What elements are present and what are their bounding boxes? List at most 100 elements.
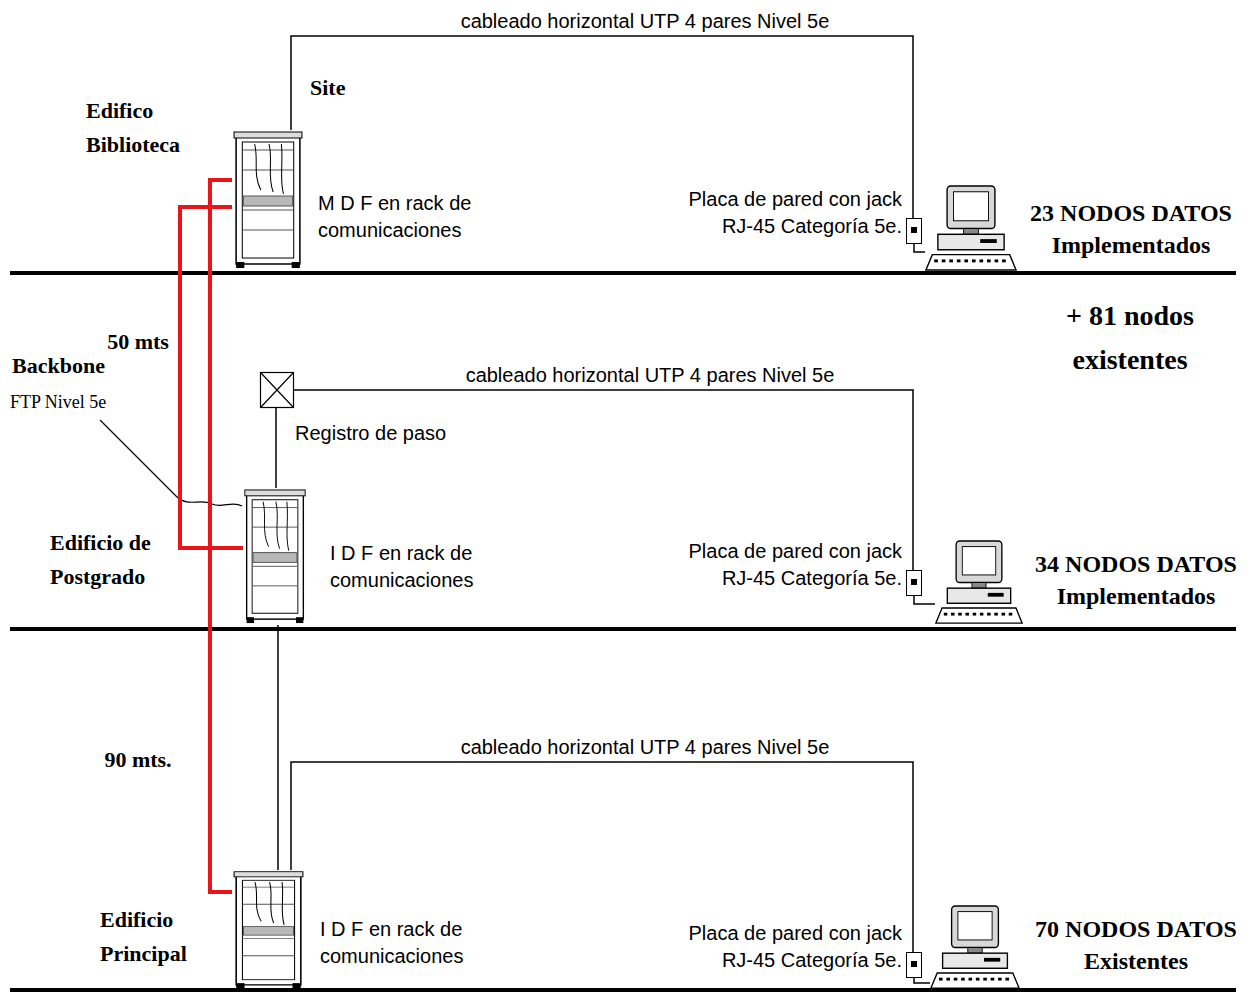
box-cross (261, 373, 293, 407)
rack-foot (236, 262, 244, 268)
cable-label: cableado horizontal UTP 4 pares Nivel 5e (440, 734, 850, 760)
plate-frame (907, 571, 922, 596)
rack-outline (243, 488, 307, 625)
pc-outline (925, 185, 1017, 272)
key (980, 613, 984, 616)
box-frame (261, 373, 294, 408)
cable-run (914, 596, 935, 604)
key (987, 259, 991, 262)
backbone-cable (210, 180, 232, 892)
keyboard (926, 255, 1016, 270)
node-text: Edificio de Postgrado (50, 526, 175, 594)
rack-top (234, 132, 302, 138)
rack-foot (292, 262, 300, 268)
node-text: I D F en rack de comunicaciones (320, 916, 505, 970)
key (954, 978, 958, 981)
drive-slot (984, 958, 1000, 962)
existing-nodes-note: + 81 nodos existentes (1035, 294, 1225, 382)
rack-shelf (242, 904, 294, 905)
rack-door (252, 500, 298, 614)
pull-box: Registro de paso (260, 372, 294, 408)
key (939, 978, 943, 981)
rack-frame (247, 494, 304, 619)
cable-run (914, 244, 925, 252)
monitor (952, 906, 999, 948)
key (957, 259, 961, 262)
rack-frame (236, 875, 301, 985)
rack-shelf (252, 585, 298, 586)
key (987, 613, 991, 616)
distance-label: 50 mts (102, 329, 174, 355)
rack-top (234, 872, 303, 877)
rack-outline (232, 130, 304, 270)
monitor-neck (968, 948, 982, 954)
monitor (956, 541, 1002, 583)
rack-shelf (242, 170, 293, 171)
rack-foot (236, 983, 244, 988)
rack-foot (292, 983, 300, 988)
key (944, 613, 948, 616)
node-text: Site (310, 73, 370, 103)
rack-top (245, 490, 305, 496)
patch-panel (243, 927, 293, 936)
rack-shelf (252, 527, 298, 528)
rj45-jack (911, 961, 917, 967)
rack-door (242, 142, 293, 258)
cable-run (914, 978, 930, 983)
cable-run (277, 625, 279, 870)
rj45-jack (911, 227, 917, 233)
monitor-neck (972, 583, 986, 589)
key (1009, 613, 1013, 616)
wall-plate: Placa de pared con jack RJ-45 Categoría … (906, 218, 922, 244)
rack-shelf (242, 887, 294, 888)
rack-shelf (242, 210, 293, 211)
key (946, 978, 950, 981)
node-text: I D F en rack de comunicaciones (330, 540, 515, 594)
node-text: Edifico Biblioteca (86, 94, 211, 162)
patch-panel (253, 553, 297, 563)
rj45-jack (911, 579, 917, 585)
key (995, 259, 999, 262)
node-text: 70 NODOS DATOS Existentes (1022, 913, 1250, 977)
wall-plate: Placa de pared con jack RJ-45 Categoría … (906, 570, 922, 596)
rack-cables (255, 882, 284, 925)
key (994, 613, 998, 616)
plate-outline (906, 570, 922, 596)
idf-rack: Edificio PrincipalI D F en rack de comun… (232, 870, 305, 990)
key (976, 978, 980, 981)
backbone-label: Backbone (12, 351, 132, 381)
drive-slot (980, 239, 997, 243)
key (942, 259, 946, 262)
key (951, 613, 955, 616)
cable-type-label: FTP Nivel 5e (10, 390, 140, 414)
rack-outline (232, 870, 305, 990)
rack-shelf (242, 955, 294, 956)
plate-outline (906, 952, 922, 978)
floor-line (10, 627, 1236, 631)
wall-plate: Placa de pared con jack RJ-45 Categoría … (906, 952, 922, 978)
key (1002, 613, 1006, 616)
rack-door (242, 880, 294, 979)
node-text: Edificio Principal (100, 903, 215, 971)
cpu-case (938, 234, 1004, 249)
rack-foot (296, 617, 303, 623)
monitor-neck (964, 229, 979, 235)
plate-frame (907, 219, 922, 244)
key (1002, 259, 1006, 262)
key (961, 978, 965, 981)
key (979, 259, 983, 262)
rack-cables (263, 502, 289, 551)
node-text: Registro de paso (295, 420, 475, 446)
floor-line (10, 988, 1236, 992)
plate-frame (907, 953, 922, 978)
key (991, 978, 995, 981)
idf-rack: Edificio de PostgradoI D F en rack de co… (243, 488, 307, 625)
key (958, 613, 962, 616)
pc-outline (930, 905, 1020, 990)
monitor (947, 186, 995, 229)
key (972, 259, 976, 262)
computer-node: 34 NODOS DATOS Implementados (935, 540, 1023, 625)
key (998, 978, 1002, 981)
key (965, 613, 969, 616)
